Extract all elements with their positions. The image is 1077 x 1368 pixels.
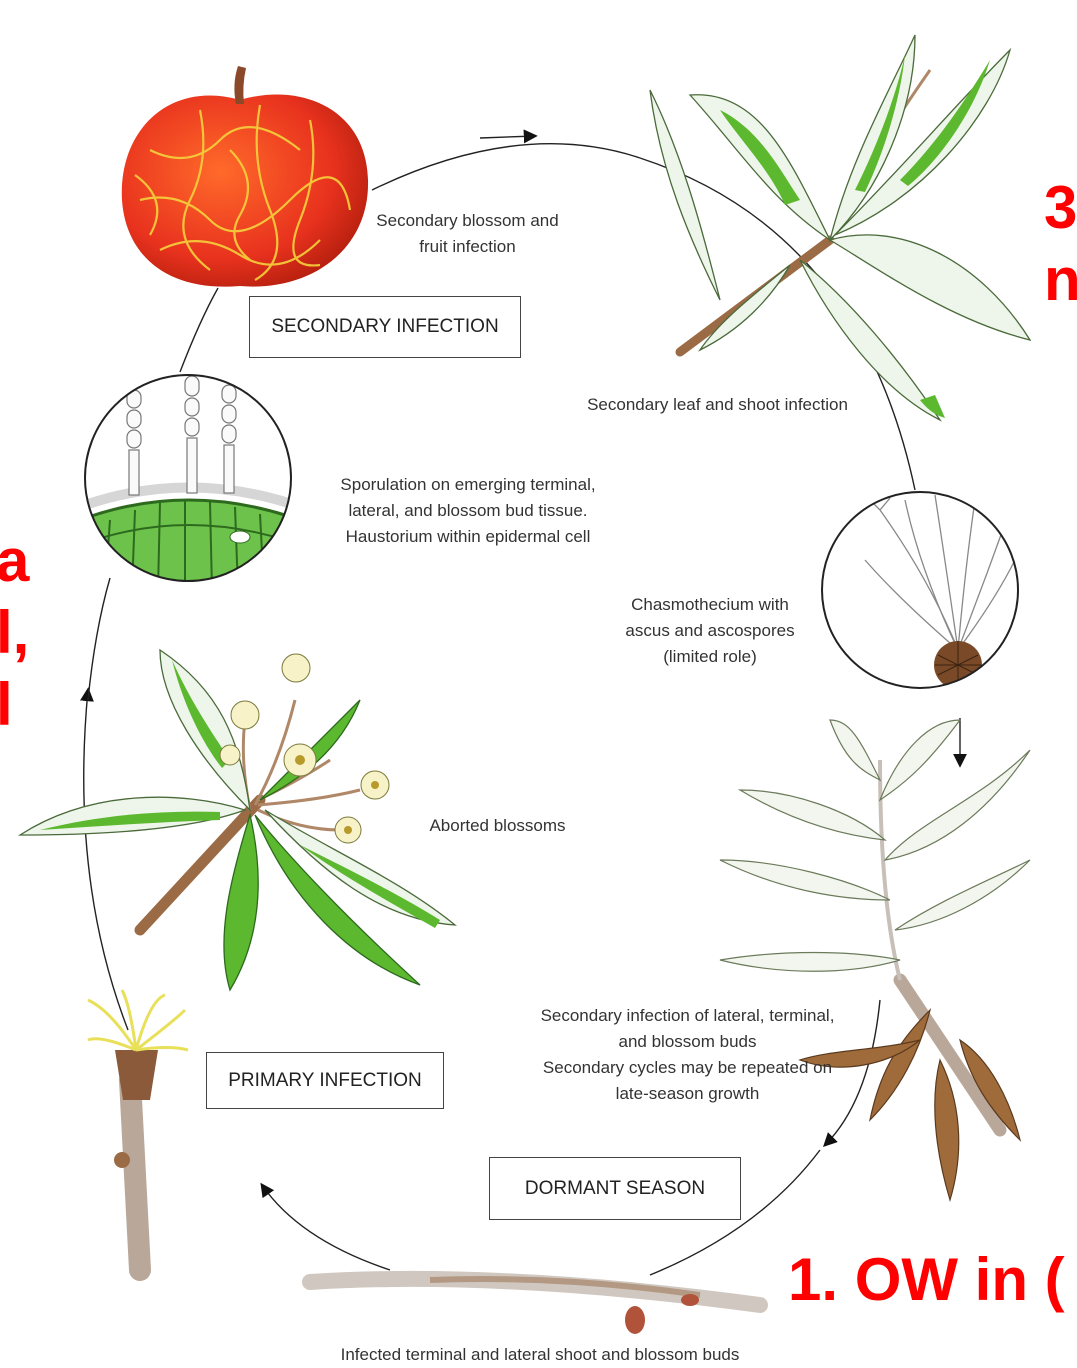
box-primary-infection: PRIMARY INFECTION (206, 1052, 444, 1109)
arc-buds-to-primary (262, 1185, 390, 1270)
label-chasmothecium: Chasmothecium withascus and ascospores(l… (600, 592, 820, 670)
chasmothecium-circle (820, 490, 1020, 702)
label-aborted-blossoms: Aborted blossoms (415, 813, 580, 839)
overlay-text-bottom-right: 1. OW in ( (788, 1244, 1065, 1316)
label-leaf-shoot-infection: Secondary leaf and shoot infection (570, 392, 865, 418)
overlay-text-left-middle: al,l (0, 525, 29, 741)
arc-sporulation-link (88, 578, 110, 700)
arc-primary-to-sporulation (84, 690, 128, 1030)
overlay-text-right-top: 3n (1044, 172, 1077, 316)
infected-shoot-illustration-right (720, 720, 1030, 1200)
box-secondary-infection: SECONDARY INFECTION (249, 296, 521, 358)
primary-infection-bud-illustration (88, 990, 188, 1270)
aborted-blossoms-illustration (20, 650, 455, 990)
leaf-shoot-illustration-top (650, 35, 1030, 420)
arc-to-fruit (180, 288, 218, 372)
arrow-fruit-to-leaf (480, 136, 535, 138)
label-sporulation: Sporulation on emerging terminal,lateral… (318, 472, 618, 550)
dormant-shoot-illustration-bottom (310, 1279, 760, 1334)
label-fruit-infection: Secondary blossom andfruit infection (350, 208, 585, 260)
label-secondary-buds: Secondary infection of lateral, terminal… (520, 1003, 855, 1107)
box-dormant-season: DORMANT SEASON (489, 1157, 741, 1220)
apple-illustration (122, 66, 368, 287)
label-infected-buds: Infected terminal and lateral shoot and … (290, 1342, 790, 1368)
sporulation-circle (80, 375, 300, 600)
arc-fruit-to-leaf (372, 144, 640, 190)
